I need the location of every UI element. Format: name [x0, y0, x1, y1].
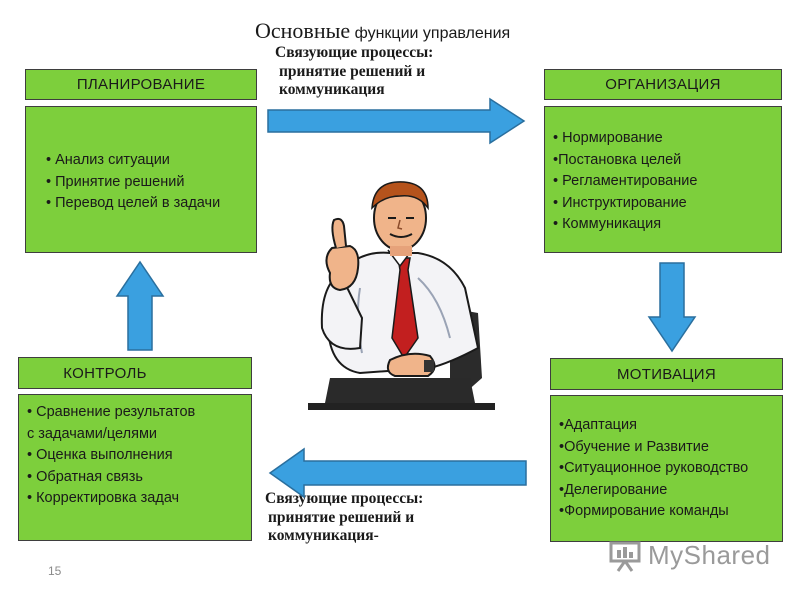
planning-header: ПЛАНИРОВАНИЕ: [25, 69, 257, 100]
control-list: • Сравнение результатов с задачами/целям…: [27, 402, 195, 510]
process-line: принятие решений и: [268, 508, 415, 526]
arrow-up-icon: [115, 260, 165, 351]
list-item: • Оценка выполнения: [27, 447, 173, 463]
process-line: принятие решений и: [279, 62, 426, 80]
control-box: • Сравнение результатов с задачами/целям…: [18, 394, 252, 541]
organization-header: ОРГАНИЗАЦИЯ: [544, 69, 782, 100]
list-item: •Обучение и Развитие: [559, 438, 709, 455]
planning-list: • Анализ ситуации • Принятие решений • П…: [46, 150, 220, 215]
list-item: • Коммуникация: [553, 216, 662, 232]
organization-header-label: ОРГАНИЗАЦИЯ: [605, 76, 721, 93]
list-item: • Нормирование: [553, 130, 663, 146]
organization-list: • Нормирование •Постановка целей • Регла…: [553, 128, 697, 236]
watermark: MyShared: [608, 538, 771, 572]
businessman-icon: [308, 181, 495, 410]
control-header: КОНТРОЛЬ: [18, 357, 252, 389]
title-rest: функции управления: [354, 25, 511, 42]
motivation-header: МОТИВАЦИЯ: [550, 358, 783, 390]
organization-box: • Нормирование •Постановка целей • Регла…: [544, 106, 782, 253]
list-item: • Инструктирование: [553, 194, 687, 211]
list-item: с задачами/целями: [27, 425, 158, 442]
arrow-right-icon: [267, 97, 526, 145]
control-header-label: КОНТРОЛЬ: [63, 364, 147, 382]
list-item: • Регламентирование: [553, 173, 698, 189]
list-item: • Анализ ситуации: [46, 152, 170, 168]
title-main: Основные: [255, 18, 351, 43]
presentation-board-icon: [609, 541, 641, 572]
list-item: •Делегирование: [559, 481, 668, 498]
motivation-list: •Адаптация •Обучение и Развитие •Ситуаци…: [559, 415, 748, 523]
process-line: Связующие процессы:: [275, 44, 434, 61]
planning-box: • Анализ ситуации • Принятие решений • П…: [25, 106, 257, 253]
process-line: коммуникация: [279, 81, 385, 98]
motivation-box: •Адаптация •Обучение и Развитие •Ситуаци…: [550, 395, 783, 542]
list-item: • Сравнение результатов: [27, 404, 196, 420]
page-number: 15: [48, 564, 62, 578]
process-line: коммуникация-: [268, 527, 379, 544]
arrow-down-icon: [647, 262, 697, 353]
process-text-top: Связующие процессы: принятие решений и к…: [275, 44, 433, 100]
arrow-left-icon: [268, 447, 527, 499]
diagram-title: Основные функции управления: [255, 18, 510, 44]
list-item: •Формирование команды: [559, 503, 729, 519]
list-item: • Перевод целей в задачи: [46, 195, 221, 211]
list-item: •Ситуационное руководство: [559, 460, 749, 476]
list-item: • Принятие решений: [46, 173, 185, 190]
list-item: • Корректировка задач: [27, 490, 180, 506]
watermark-text: MyShared: [648, 539, 771, 570]
list-item: •Адаптация: [559, 417, 637, 433]
list-item: •Постановка целей: [553, 151, 682, 168]
planning-header-label: ПЛАНИРОВАНИЕ: [76, 76, 206, 93]
motivation-header-label: МОТИВАЦИЯ: [616, 365, 717, 383]
list-item: • Обратная связь: [27, 468, 143, 485]
